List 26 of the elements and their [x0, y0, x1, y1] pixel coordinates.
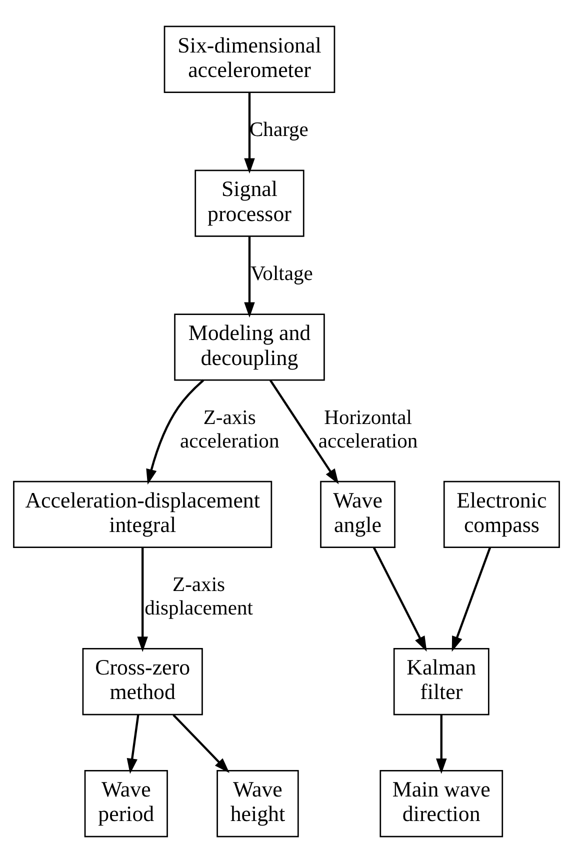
arrow	[452, 547, 492, 652]
edge-label: Z-axis acceleration	[180, 406, 280, 452]
node-box: Main wave direction	[380, 770, 504, 838]
arrow	[436, 714, 447, 774]
arrow	[372, 547, 427, 652]
node-box: Wave angle	[320, 480, 396, 548]
arrow	[269, 380, 339, 484]
arrow	[146, 379, 204, 485]
node-box: Wave period	[84, 770, 168, 838]
edge-label: Horizontal acceleration	[318, 406, 418, 452]
node-box: Six-dimensional accelerometer	[164, 26, 336, 93]
arrow	[244, 236, 255, 318]
node-box: Acceleration-displacement integral	[13, 480, 272, 548]
node-box: Modeling and decoupling	[174, 314, 325, 381]
edge-label: Charge	[249, 119, 308, 142]
arrow	[172, 714, 230, 774]
arrow	[137, 548, 148, 652]
arrow	[126, 714, 140, 774]
node-box: Cross-zero method	[82, 648, 203, 716]
node-box: Signal processor	[194, 170, 304, 237]
node-box: Wave height	[216, 770, 299, 838]
arrow	[244, 92, 255, 174]
edge-label: Z-axis displacement	[144, 574, 253, 620]
node-box: Kalman filter	[393, 648, 490, 716]
node-box: Electronic compass	[443, 480, 560, 548]
edge-label: Voltage	[250, 263, 313, 286]
